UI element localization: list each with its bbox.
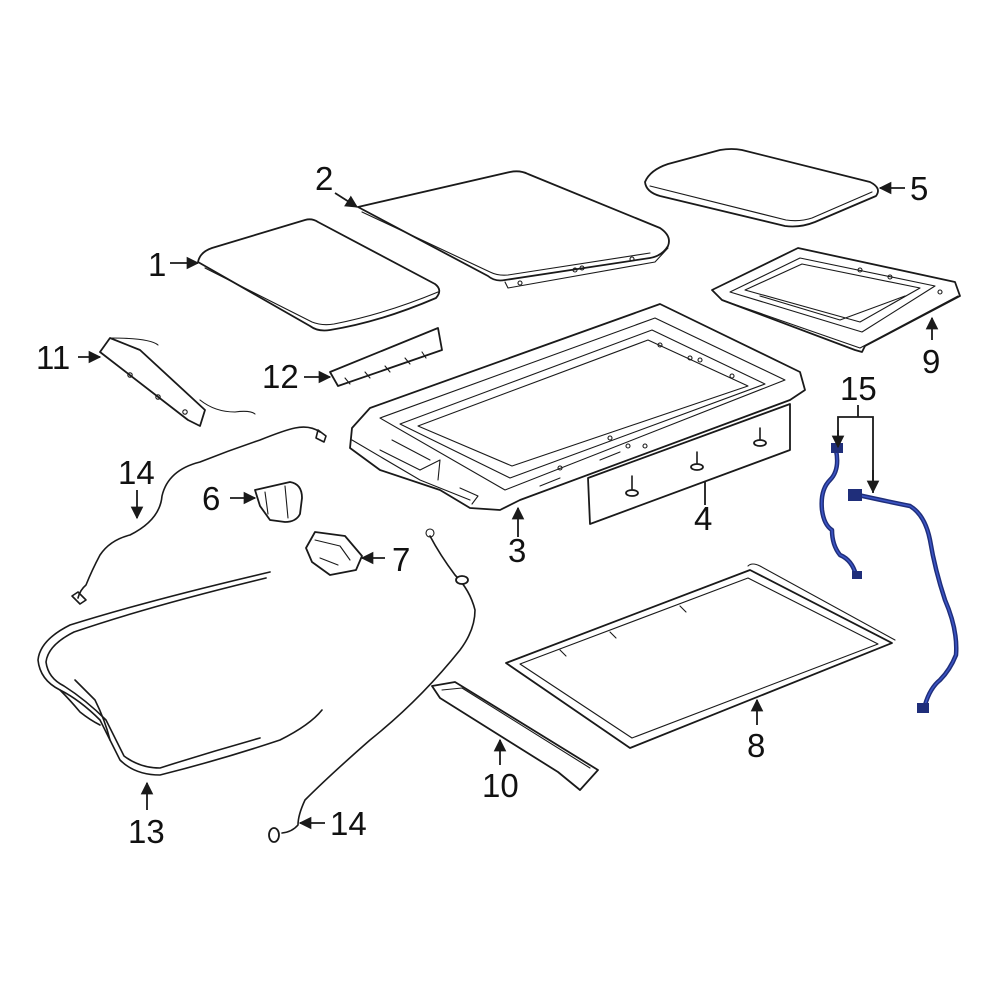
callout-8: 8 [747, 727, 765, 764]
connector-icon [831, 443, 843, 453]
callout-5: 5 [910, 170, 928, 207]
leader-lines [78, 181, 939, 830]
part-7-motor[interactable] [305, 531, 363, 576]
callout-labels: 1 2 3 4 5 6 7 8 9 10 11 12 13 14 14 15 [36, 160, 940, 850]
callout-9: 9 [922, 343, 940, 380]
part-12-deflector[interactable] [329, 327, 443, 387]
part-6-motor[interactable] [254, 481, 303, 523]
callout-13: 13 [128, 813, 165, 850]
part-2-rear-glass[interactable] [357, 170, 670, 289]
screw-icon [753, 427, 767, 447]
part-4-screws[interactable] [587, 403, 791, 525]
callout-1: 1 [148, 246, 166, 283]
part-10-trim-strip[interactable] [431, 681, 599, 791]
callout-12: 12 [262, 358, 299, 395]
callout-15: 15 [840, 370, 877, 407]
callout-6: 6 [202, 480, 220, 517]
connector-icon [852, 571, 862, 579]
leader-15-bracket [837, 416, 874, 493]
callout-14-lower: 14 [330, 805, 367, 842]
connector-icon [848, 489, 862, 501]
leader-2 [334, 192, 359, 208]
part-9-rear-frame[interactable] [711, 247, 961, 353]
part-8-sunshade[interactable] [505, 563, 896, 749]
part-3-main-frame[interactable] [349, 303, 806, 511]
screw-icon [690, 451, 704, 471]
screw-icon [625, 475, 639, 497]
callout-2: 2 [315, 160, 333, 197]
part-1-front-glass[interactable] [197, 218, 441, 332]
part-11-bracket[interactable] [99, 337, 256, 427]
callout-11: 11 [36, 339, 70, 376]
callout-7: 7 [392, 541, 410, 578]
part-15-wiring-harness[interactable] [819, 443, 959, 713]
callout-3: 3 [508, 532, 526, 569]
callout-14-upper: 14 [118, 454, 155, 491]
part-5-glass-panel[interactable] [644, 148, 879, 228]
callout-10: 10 [482, 767, 519, 804]
part-13-drain-tube[interactable] [37, 571, 323, 776]
part-14-drain-hose-lower[interactable] [268, 528, 476, 843]
connector-icon [917, 703, 929, 713]
callout-4: 4 [694, 500, 712, 537]
part-14-drain-hose-upper[interactable] [71, 426, 327, 605]
